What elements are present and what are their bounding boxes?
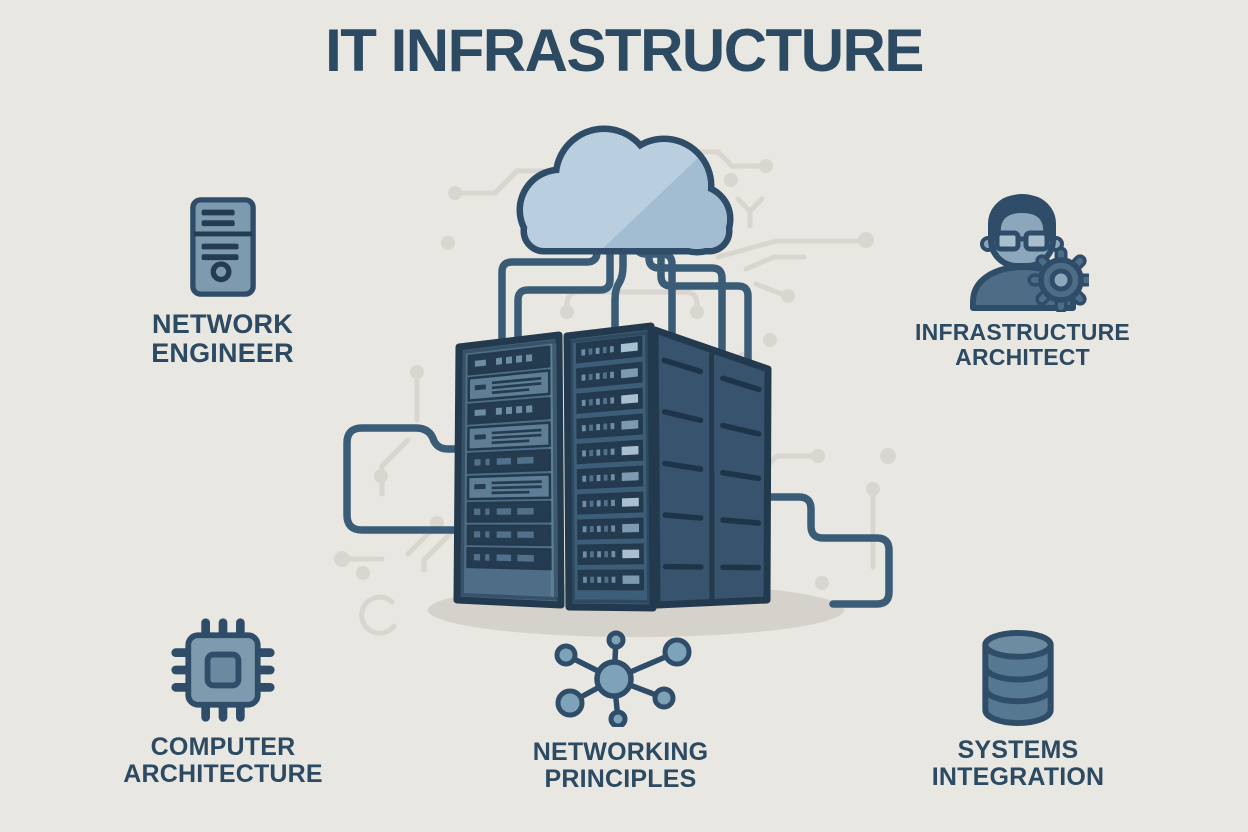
node-label-line: NETWORKING (532, 738, 709, 766)
network-hub-icon (554, 630, 691, 727)
node-label-line: NETWORK (152, 309, 293, 339)
node-label-line: ARCHITECT (955, 343, 1090, 370)
left-cable (343, 424, 466, 534)
node-label: NETWORKING PRINCIPLES (533, 739, 709, 793)
node-label: SYSTEMS INTEGRATION (932, 737, 1105, 791)
architect-person-gear-icon (969, 194, 1089, 312)
cloud-icon (516, 125, 734, 256)
node-label: COMPUTER ARCHITECTURE (123, 734, 323, 788)
node-label: INFRASTRUCTURE ARCHITECT (915, 320, 1130, 370)
node-infrastructure-architect: INFRASTRUCTURE ARCHITECT (915, 188, 1130, 370)
database-icon (982, 629, 1054, 727)
computer-tower-icon (189, 197, 256, 297)
node-label-line: ARCHITECTURE (123, 760, 323, 788)
page-title: IT INFRASTRUCTURE (325, 17, 924, 84)
node-networking-principles: NETWORKING PRINCIPLES (533, 630, 708, 793)
node-label-line: COMPUTER (150, 733, 296, 761)
node-label-line: ENGINEER (151, 338, 294, 369)
node-label-line: INFRASTRUCTURE (915, 319, 1130, 345)
node-computer-architecture: COMPUTER ARCHITECTURE (123, 616, 323, 788)
node-label: NETWORK ENGINEER (151, 309, 294, 369)
server-rack-icon (453, 322, 772, 612)
node-label-line: SYSTEMS (957, 736, 1079, 764)
node-label-line: INTEGRATION (931, 763, 1105, 791)
gear-icon (1027, 246, 1089, 312)
node-label-line: PRINCIPLES (544, 765, 697, 793)
cpu-chip-icon (171, 618, 275, 722)
node-systems-integration: SYSTEMS INTEGRATION (923, 628, 1113, 791)
right-cable (766, 493, 893, 608)
node-network-engineer: NETWORK ENGINEER (135, 196, 310, 368)
